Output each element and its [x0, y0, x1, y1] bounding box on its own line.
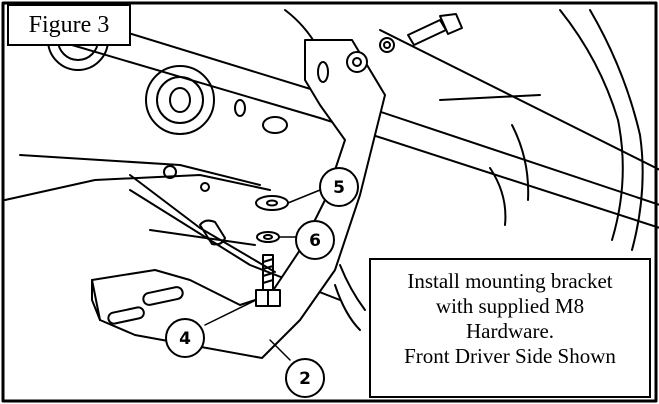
note-line: Front Driver Side Shown: [404, 344, 616, 368]
callout-number-6: 6: [309, 231, 321, 251]
callout-circle-4: [165, 318, 205, 358]
note-line: Hardware.: [465, 319, 555, 343]
figure-label: Figure 3: [7, 4, 131, 46]
bolt: [255, 254, 281, 307]
callout-circle-2: [285, 358, 325, 398]
note-line: Install mounting bracket: [407, 269, 613, 293]
lock-washer: [256, 231, 280, 243]
callout-number-5: 5: [333, 178, 345, 198]
callout-circle-6: [295, 220, 335, 260]
callout-circles: [165, 167, 359, 398]
mounting-bracket: [91, 39, 386, 359]
callout-number-4: 4: [179, 329, 191, 349]
note-line: with supplied M8: [435, 294, 585, 318]
callout-leaders: [204, 189, 321, 361]
callout-circle-5: [319, 167, 359, 207]
loose-bolt-top: [379, 13, 463, 53]
installation-note: Install mounting bracket with supplied M…: [369, 258, 651, 398]
body-panel: [284, 9, 644, 331]
flat-washer: [255, 195, 289, 211]
callout-number-2: 2: [299, 369, 311, 389]
